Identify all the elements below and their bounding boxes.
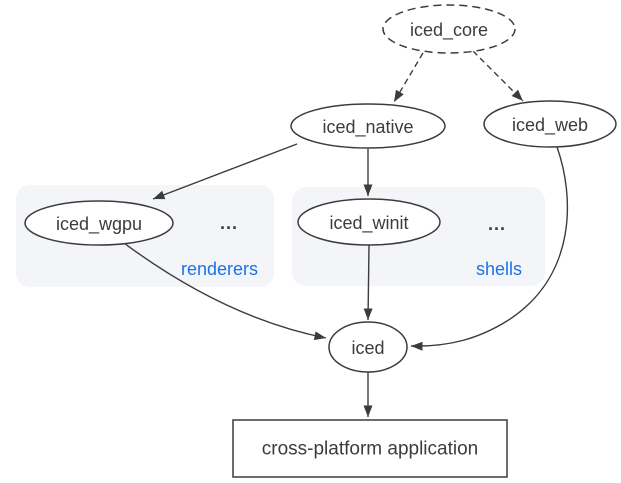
edge-iced-web-to-iced bbox=[410, 146, 569, 351]
node-iced-web: iced_web bbox=[483, 100, 617, 148]
node-iced-native-shape bbox=[290, 103, 446, 149]
group-shells-label: shells bbox=[476, 259, 522, 279]
node-iced-web-shape bbox=[483, 100, 617, 148]
node-iced-winit-shape bbox=[297, 198, 441, 246]
edge-iced-native-to-iced-wgpu bbox=[152, 143, 298, 200]
node-iced-label: iced bbox=[351, 338, 384, 358]
edge-iced-core-to-iced-native bbox=[393, 52, 424, 103]
node-iced-shape bbox=[328, 321, 408, 373]
node-iced-core-label: iced_core bbox=[410, 20, 488, 41]
edge-iced-wgpu-to-iced bbox=[123, 242, 327, 341]
group-shells-ellipsis: ... bbox=[488, 214, 506, 234]
node-iced-wgpu: iced_wgpu bbox=[24, 200, 174, 246]
node-iced: iced bbox=[328, 321, 408, 373]
node-iced-native-label: iced_native bbox=[322, 117, 413, 138]
node-iced-wgpu-label: iced_wgpu bbox=[56, 214, 142, 235]
node-iced-core: iced_core bbox=[382, 4, 516, 54]
node-cross-platform-application-label: cross-platform application bbox=[262, 439, 478, 460]
group-renderers-label: renderers bbox=[181, 259, 258, 279]
node-iced-winit-label: iced_winit bbox=[329, 213, 408, 234]
edge-iced-winit-to-iced bbox=[363, 244, 373, 321]
edge-iced-core-to-iced-web bbox=[472, 50, 524, 102]
group-renderers-ellipsis: ... bbox=[220, 213, 238, 233]
node-iced-winit: iced_winit bbox=[297, 198, 441, 246]
node-iced-core-shape bbox=[382, 4, 516, 54]
node-cross-platform-application-shape bbox=[232, 419, 508, 478]
node-iced-wgpu-shape bbox=[24, 200, 174, 246]
node-iced-native: iced_native bbox=[290, 103, 446, 149]
node-iced-web-label: iced_web bbox=[512, 115, 588, 136]
node-cross-platform-application: cross-platform application bbox=[232, 419, 508, 478]
